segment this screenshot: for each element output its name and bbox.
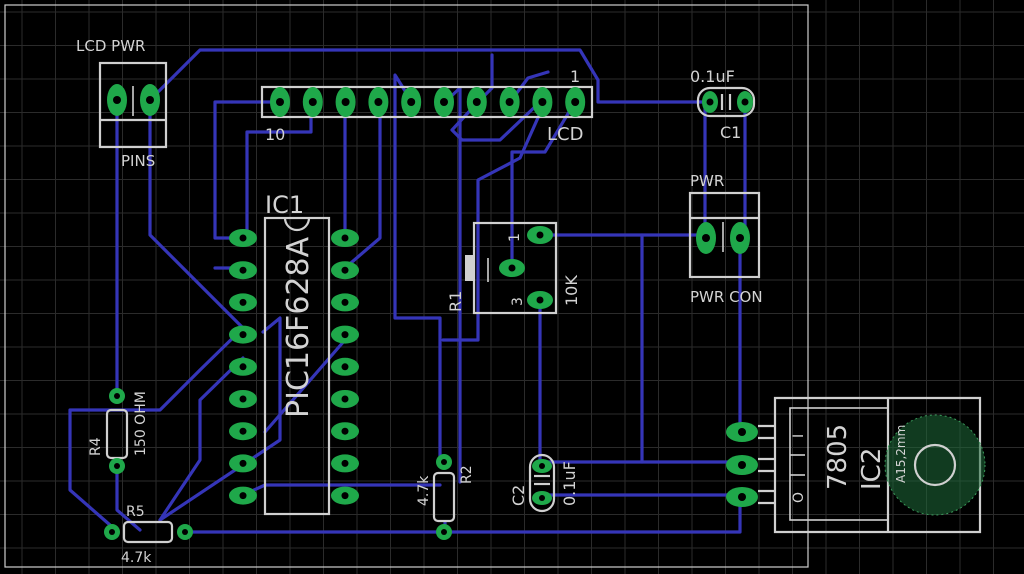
- ic2-name-label: IC2: [857, 448, 887, 490]
- c1-name-label: C1: [720, 123, 741, 142]
- ic1-name-label: IC1: [265, 191, 304, 219]
- ic2-part-label: 7805: [823, 424, 853, 490]
- lcd-pin10-label: 10: [265, 125, 285, 144]
- heatsink-label: A15,2mm: [894, 425, 908, 483]
- pwr-con-label: PWR CON: [690, 288, 763, 306]
- pwr-label: PWR: [690, 172, 724, 190]
- ic1-part-label: PIC16F628A: [281, 236, 316, 418]
- r2-value-label: 4.7k: [416, 475, 432, 506]
- r2-name-label: R2: [459, 465, 475, 484]
- ic2-pin-i-label: I: [791, 434, 807, 438]
- c2-name-label: C2: [509, 485, 528, 506]
- r5-value-label: 4.7k: [121, 550, 152, 566]
- traces: [68, 48, 747, 534]
- heatsink-hole: [885, 415, 985, 515]
- c1-value-label: 0.1uF: [690, 67, 735, 86]
- r5-name-label: R5: [126, 504, 145, 520]
- lcd-pin1-label: 1: [570, 67, 580, 86]
- lcd-pwr-label: LCD PWR: [76, 37, 145, 55]
- r1-name-label: R1: [446, 291, 465, 312]
- r1-potentiometer: 1 3 R1 10K: [446, 221, 581, 315]
- ic2-pin-o-label: O: [791, 492, 807, 503]
- lcd-label: LCD: [547, 124, 583, 145]
- r1-pin1-label: 1: [507, 233, 523, 242]
- r4-resistor: R4 150 OHM: [88, 388, 149, 474]
- lcd-power-header: LCD PWR PINS: [76, 37, 168, 170]
- r4-name-label: R4: [88, 437, 104, 456]
- ic1-microcontroller: IC1 PIC16F628A: [229, 191, 359, 516]
- r1-value-label: 10K: [562, 275, 581, 306]
- r5-resistor: R5 4.7k: [104, 504, 193, 566]
- ic2-voltage-regulator: I O 7805 IC2 A15,2mm: [726, 396, 986, 534]
- r4-value-label: 150 OHM: [133, 391, 149, 456]
- c1-capacitor: 0.1uF C1: [690, 67, 756, 142]
- r2-resistor: 4.7k R2: [416, 454, 475, 540]
- c2-value-label: 0.1uF: [560, 461, 579, 506]
- pins-label: PINS: [121, 152, 155, 170]
- lcd-header: 10 1 LCD: [260, 67, 594, 145]
- r1-pin3-label: 3: [510, 297, 526, 306]
- power-connector: PWR PWR CON: [688, 172, 763, 306]
- c2-capacitor: C2 0.1uF: [509, 453, 579, 513]
- board-outline: [4, 4, 809, 568]
